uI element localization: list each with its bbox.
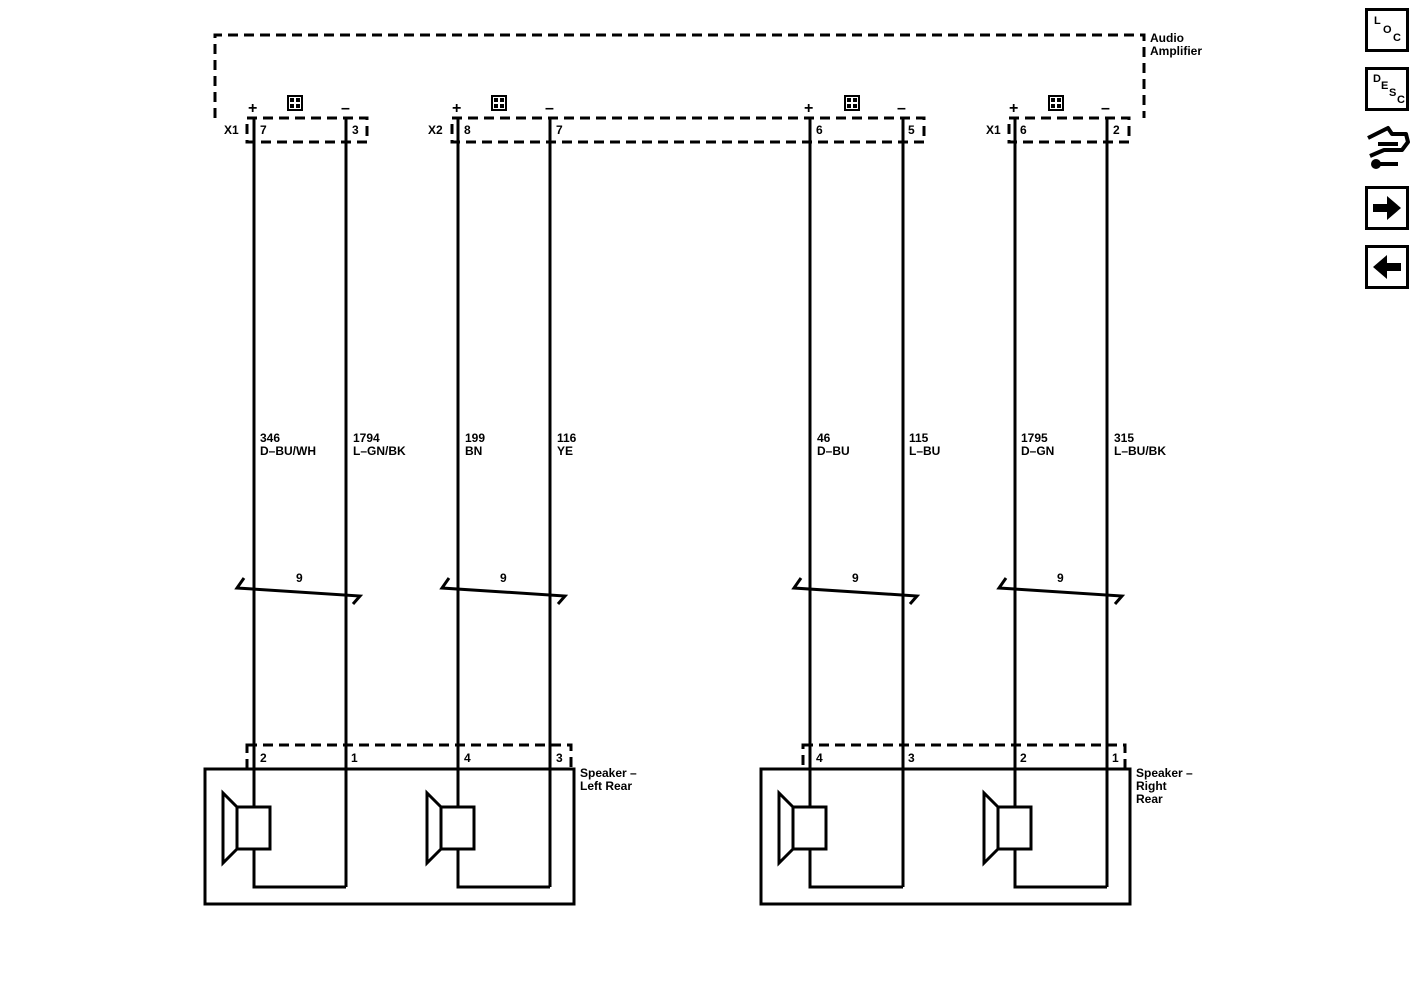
speaker-left-title-line1: Speaker –: [580, 766, 637, 780]
speaker-right-title-line3: Rear: [1136, 792, 1163, 806]
speaker-output-icon: [844, 95, 860, 111]
loc-letter: L: [1374, 15, 1381, 27]
plus-sign: +: [804, 100, 813, 117]
circuit-number: 116: [557, 431, 577, 445]
amp-pin: 2: [1113, 123, 1120, 137]
amp-connector-x2: [450, 116, 926, 144]
speaker-left-rear-body: [203, 767, 576, 906]
polarity-markers: + – + – + – + –: [248, 100, 1110, 117]
wire-color: L–BU/BK: [1114, 444, 1166, 458]
speaker-pin: 3: [908, 751, 915, 765]
desc-letter: S: [1389, 87, 1397, 99]
amp-pin: 6: [1020, 123, 1027, 137]
loc-button[interactable]: L O C: [1365, 8, 1409, 52]
twist-label: 9: [852, 571, 859, 585]
speaker-symbol: [221, 789, 346, 889]
wire-color: L–BU: [909, 444, 940, 458]
twist-label: 9: [1057, 571, 1064, 585]
plus-sign: +: [452, 100, 461, 117]
speaker-pin: 4: [816, 751, 823, 765]
connector-end-view-button[interactable]: [1362, 120, 1412, 176]
amplifier-title-line1: Audio: [1150, 31, 1184, 45]
speaker-right-rear-body: [759, 767, 1132, 906]
wire-color: D–BU/WH: [260, 444, 316, 458]
amp-pin: 7: [556, 123, 563, 137]
loc-letter: O: [1383, 24, 1392, 36]
plus-sign: +: [248, 100, 257, 117]
minus-sign: –: [897, 100, 906, 117]
connector-label-x1-right: X1: [986, 123, 1001, 137]
speaker-symbol: [425, 789, 550, 889]
connector-label-x2: X2: [428, 123, 443, 137]
speaker-pin: 3: [556, 751, 563, 765]
minus-sign: –: [545, 100, 554, 117]
circuit-number: 199: [465, 431, 485, 445]
speaker-pin: 1: [1112, 751, 1119, 765]
circuit-number: 1795: [1021, 431, 1048, 445]
wire-color: D–GN: [1021, 444, 1054, 458]
twist-label: 9: [296, 571, 303, 585]
wire-color: YE: [557, 444, 573, 458]
next-arrow-icon: [1373, 196, 1401, 220]
circuit-number: 346: [260, 431, 280, 445]
speaker-output-icon: [287, 95, 303, 111]
wire-labels: 346 D–BU/WH 1794 L–GN/BK 199 BN 116 YE 4…: [260, 431, 1166, 458]
plus-sign: +: [1009, 100, 1018, 117]
desc-letter: D: [1373, 73, 1381, 85]
prev-arrow-icon: [1373, 255, 1401, 279]
speaker-right-title-line1: Speaker –: [1136, 766, 1193, 780]
twist-label: 9: [500, 571, 507, 585]
speaker-left-title-line2: Left Rear: [580, 779, 632, 793]
desc-button[interactable]: D E S C: [1365, 67, 1409, 111]
amp-pin: 5: [908, 123, 915, 137]
twisted-pair-indicator: 9: [996, 571, 1126, 605]
circuit-number: 315: [1114, 431, 1134, 445]
desc-letter: E: [1381, 80, 1389, 92]
next-button[interactable]: [1365, 186, 1409, 230]
amplifier-title-line2: Amplifier: [1150, 44, 1202, 58]
minus-sign: –: [1101, 100, 1110, 117]
circuit-number: 115: [909, 431, 929, 445]
connector-icon: [1367, 126, 1410, 169]
speaker-pin: 2: [1020, 751, 1027, 765]
amp-connector-x1-right: [1007, 116, 1131, 144]
speaker-output-icon: [491, 95, 507, 111]
speaker-pin: 4: [464, 751, 471, 765]
speaker-right-title-line2: Right: [1136, 779, 1167, 793]
minus-sign: –: [341, 100, 350, 117]
twisted-pair-indicator: 9: [791, 571, 921, 605]
connector-label-x1-left: X1: [224, 123, 239, 137]
amp-pin: 3: [352, 123, 359, 137]
wire-color: BN: [465, 444, 482, 458]
previous-button[interactable]: [1365, 245, 1409, 289]
desc-letter: C: [1397, 94, 1405, 106]
amp-connector-x1-left: [245, 116, 369, 144]
wire-color: D–BU: [817, 444, 850, 458]
twisted-pair-indicator: 9: [439, 571, 569, 605]
speaker-symbol: [777, 789, 903, 889]
twisted-pair-indicator: 9: [234, 571, 364, 605]
circuit-number: 46: [817, 431, 831, 445]
amp-pin: 7: [260, 123, 267, 137]
amp-pin: 6: [816, 123, 823, 137]
circuit-number: 1794: [353, 431, 380, 445]
wire-color: L–GN/BK: [353, 444, 406, 458]
speaker-pin: 1: [351, 751, 358, 765]
loc-letter: C: [1393, 32, 1401, 44]
speaker-connector-left: [245, 743, 573, 771]
speaker-symbol: [982, 789, 1107, 889]
speaker-output-icon: [1048, 95, 1064, 111]
speaker-pin: 2: [260, 751, 267, 765]
amp-pin: 8: [464, 123, 471, 137]
audio-amplifier-outline: [213, 33, 1146, 118]
speaker-connector-right: [801, 743, 1127, 771]
